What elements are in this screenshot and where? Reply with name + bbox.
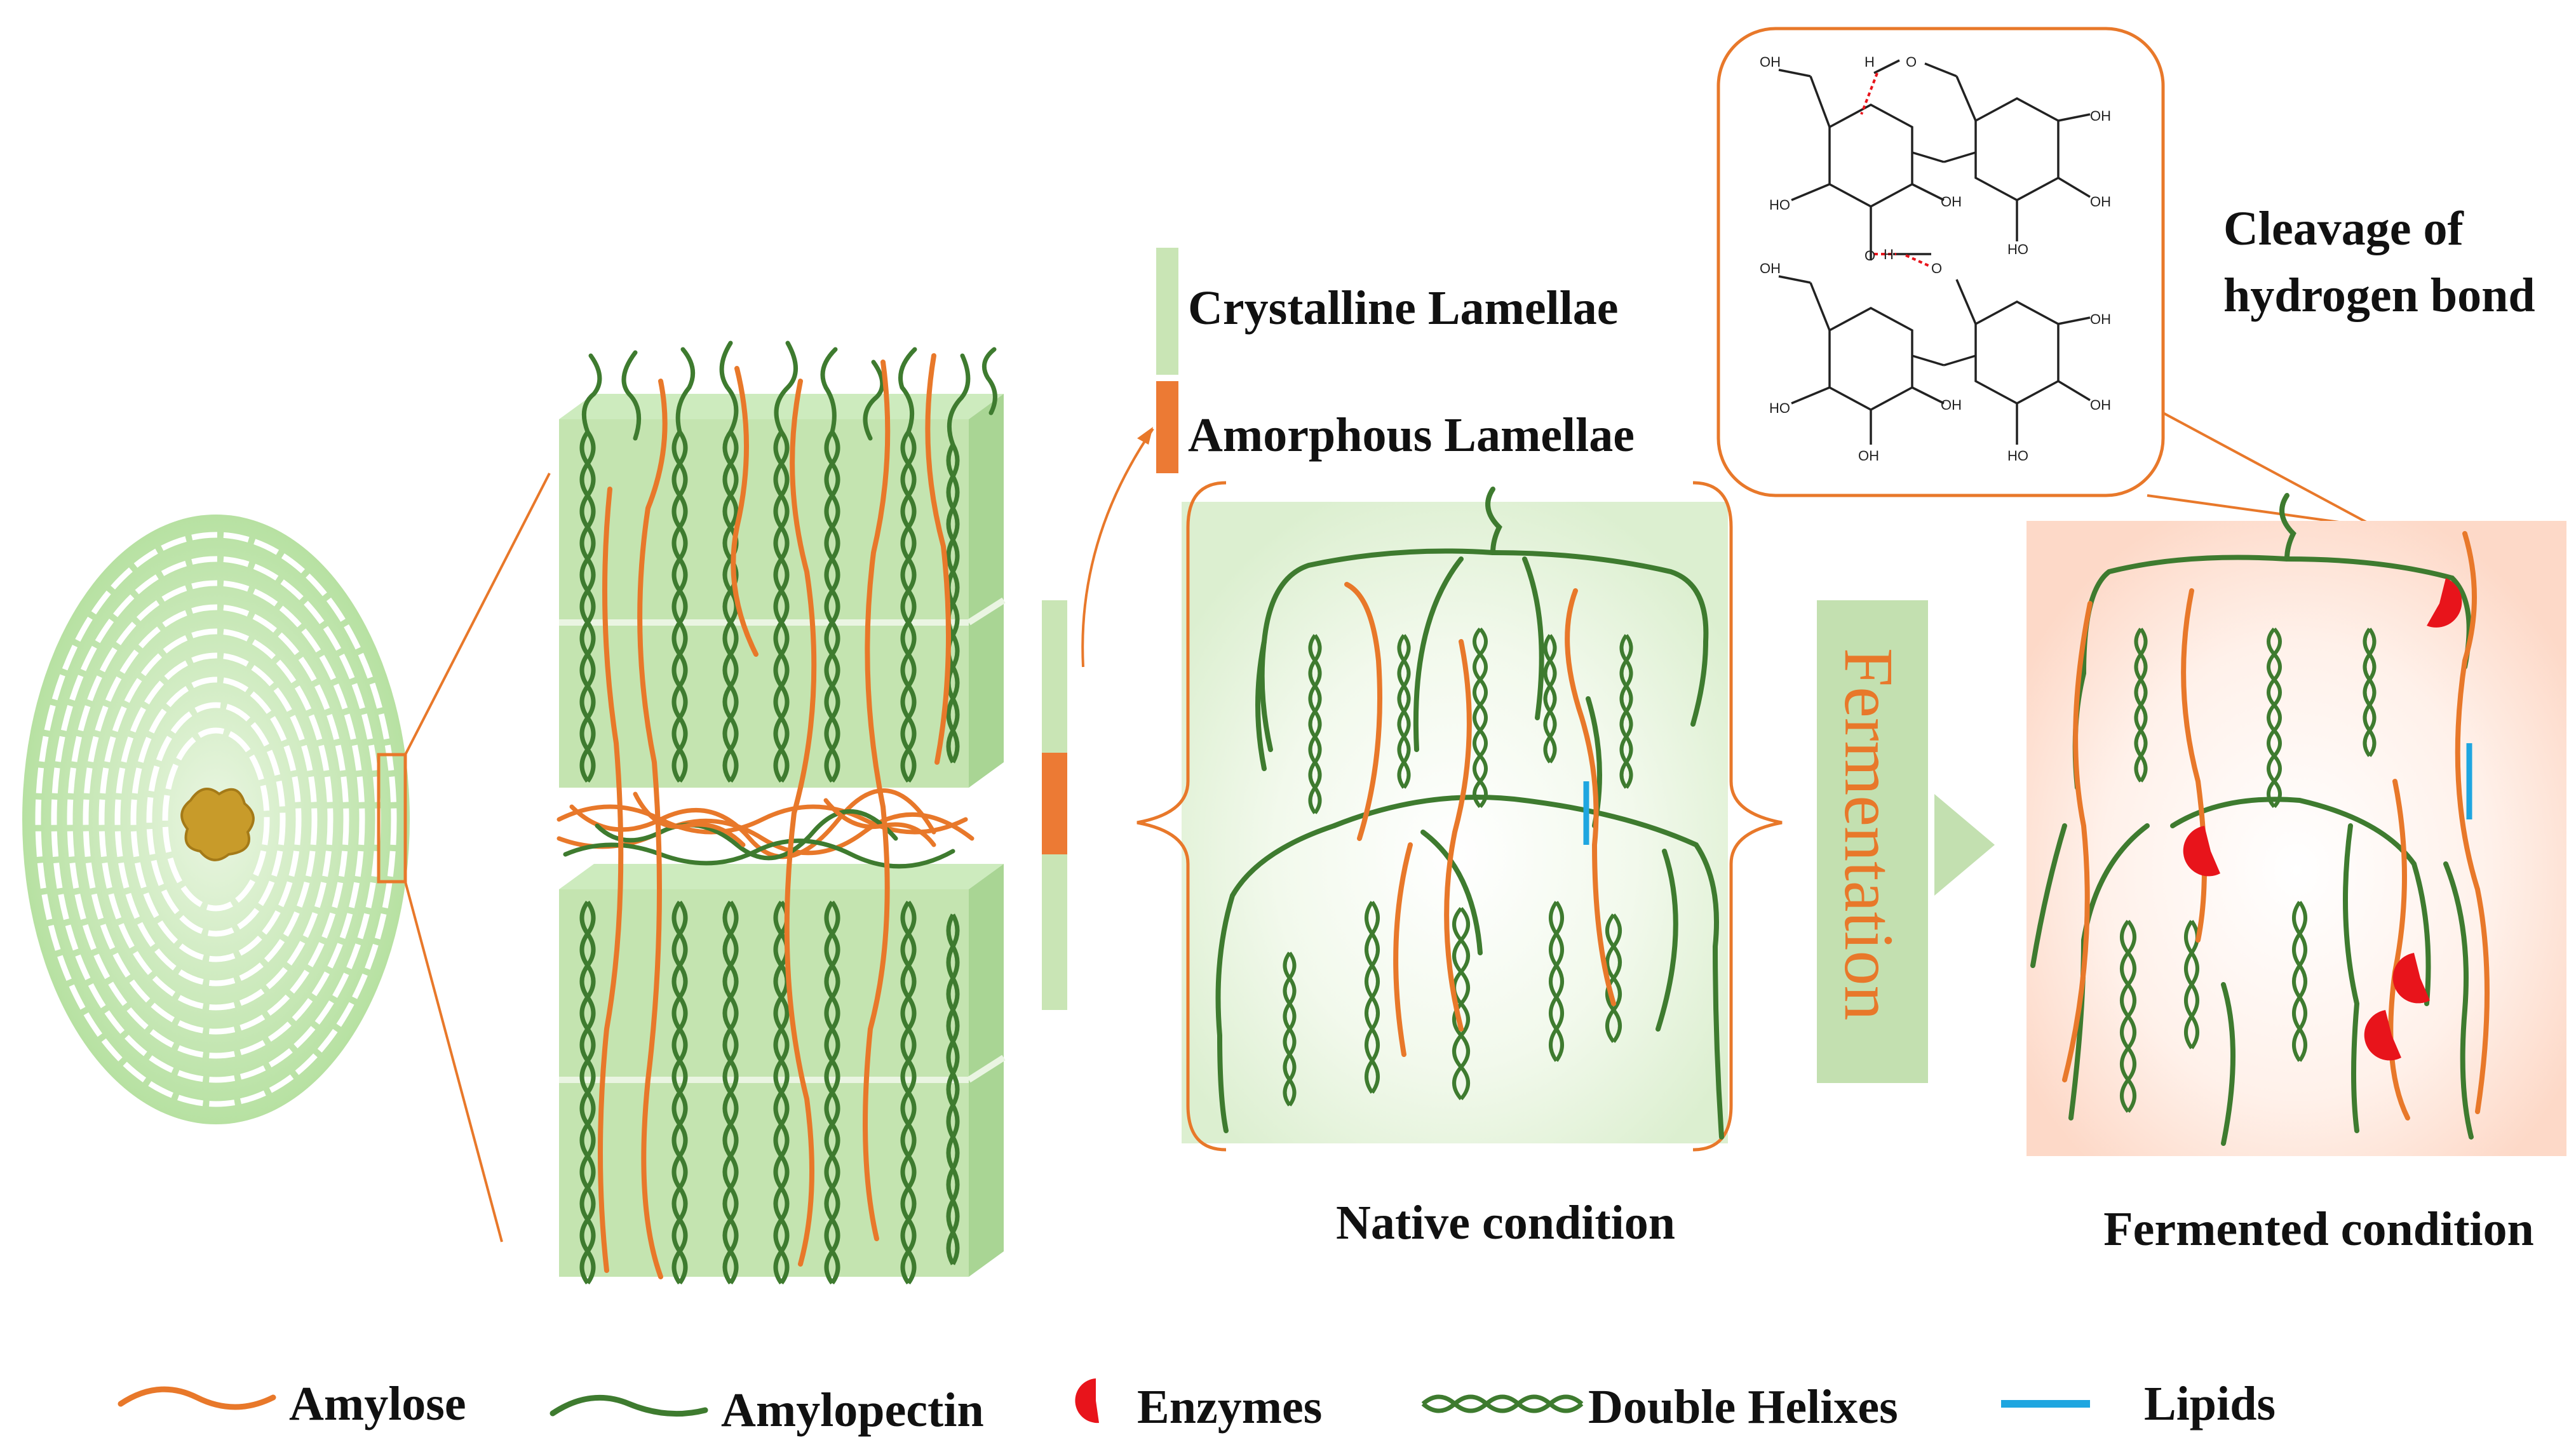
lamellae-color-bar — [1042, 600, 1067, 1010]
svg-text:OH: OH — [1858, 448, 1879, 464]
svg-text:OH: OH — [1760, 260, 1781, 276]
crystalline-label: Crystalline Lamellae — [1188, 281, 1619, 335]
block-double-helixes — [579, 430, 960, 1285]
svg-text:O: O — [1931, 260, 1942, 276]
lamellae-stack — [556, 340, 1067, 1285]
legend-amylose: Amylose — [118, 1377, 466, 1430]
growth-rings — [35, 532, 397, 1107]
legend-double-helixes-label: Double Helixes — [1588, 1380, 1898, 1434]
amorphous-swatch — [1156, 381, 1178, 473]
fermented-condition-label: Fermented condition — [2103, 1202, 2534, 1256]
legend-amylopectin-swatch — [550, 1394, 708, 1417]
block-amylopectin-tips — [581, 340, 997, 447]
fermented-condition-panel: Fermented condition — [2026, 493, 2566, 1256]
native-amylose — [1344, 582, 1616, 1057]
svg-text:O: O — [1865, 248, 1875, 264]
native-condition-label: Native condition — [1336, 1196, 1675, 1249]
cleavage-title-line2: hydrogen bond — [2223, 269, 2535, 322]
svg-text:OH: OH — [2090, 397, 2111, 413]
legend-enzymes-label: Enzymes — [1137, 1380, 1322, 1434]
zoom-line-top — [404, 473, 551, 755]
legend-amylopectin: Amylopectin — [550, 1383, 984, 1437]
svg-text:OH: OH — [2090, 108, 2111, 124]
svg-text:HO: HO — [2007, 448, 2028, 464]
svg-text:HO: HO — [2007, 241, 2028, 257]
svg-text:OH: OH — [1941, 194, 1962, 210]
lamellae-pointer-arrow — [1081, 427, 1154, 668]
crystalline-block-bottom — [559, 864, 1006, 1277]
enzyme-marker — [2364, 1010, 2401, 1061]
enzyme-marker — [2392, 953, 2430, 1004]
svg-text:OH: OH — [1760, 54, 1781, 70]
svg-text:OH: OH — [1941, 397, 1962, 413]
legend-lipids: Lipids — [2001, 1377, 2276, 1430]
enzyme-marker — [2427, 578, 2462, 628]
svg-text:OH: OH — [2090, 194, 2111, 210]
enzymes — [2183, 578, 2462, 1061]
arrow-shaft — [1817, 600, 1928, 1083]
fermentation-label: Fermentation — [1830, 648, 1908, 1021]
legend-enzymes: Enzymes — [1075, 1378, 1322, 1434]
hilum — [180, 788, 255, 861]
enzyme-icon — [1075, 1378, 1099, 1424]
svg-text:OH: OH — [2090, 311, 2111, 327]
zoom-line-bottom — [404, 881, 503, 1242]
legend-amylopectin-label: Amylopectin — [721, 1383, 984, 1437]
arrow-head — [1934, 794, 1995, 896]
native-double-helixes — [1283, 627, 1633, 1107]
fermentation-arrow: Fermentation — [1817, 600, 1995, 1083]
chem-atom-labels: OH H O OH HO OH OH HO O H O OH OH HO OH … — [1760, 54, 2111, 464]
enzyme-marker — [2183, 826, 2220, 877]
block-amylose-chains — [598, 353, 951, 1279]
starch-granule — [22, 473, 551, 1242]
hydrogen-bond-callout: OH H O OH HO OH OH HO O H O OH OH HO OH … — [1716, 27, 2535, 528]
legend: Amylose Amylopectin Enzymes Double Helix… — [118, 1377, 2276, 1437]
cleavage-title-line1: Cleavage of — [2223, 202, 2464, 255]
zoom-region — [377, 753, 407, 884]
native-amylopectin — [1215, 487, 1724, 1140]
legend-amylose-label: Amylose — [289, 1377, 466, 1430]
svg-text:H: H — [1865, 54, 1875, 70]
native-condition-panel: Native condition — [1136, 481, 1783, 1249]
legend-amylose-swatch — [118, 1386, 276, 1410]
native-brace-left — [1136, 481, 1227, 1152]
native-brace-right — [1692, 481, 1783, 1152]
crystalline-swatch — [1156, 248, 1178, 375]
hydrogen-bond-dashes — [1860, 72, 1932, 268]
legend-lipids-label: Lipids — [2144, 1377, 2276, 1430]
lamellae-legend: Crystalline Lamellae Amorphous Lamellae — [1081, 248, 1635, 668]
svg-text:O: O — [1906, 54, 1917, 70]
fermented-double-helixes — [2120, 627, 2377, 1113]
legend-helix-swatch — [1421, 1394, 1584, 1413]
svg-text:HO: HO — [1769, 400, 1790, 416]
legend-double-helixes: Double Helixes — [1421, 1380, 1898, 1434]
svg-text:H: H — [1884, 246, 1894, 262]
svg-text:HO: HO — [1769, 197, 1790, 213]
amorphous-label: Amorphous Lamellae — [1188, 408, 1635, 462]
chem-structures — [1778, 59, 2091, 445]
